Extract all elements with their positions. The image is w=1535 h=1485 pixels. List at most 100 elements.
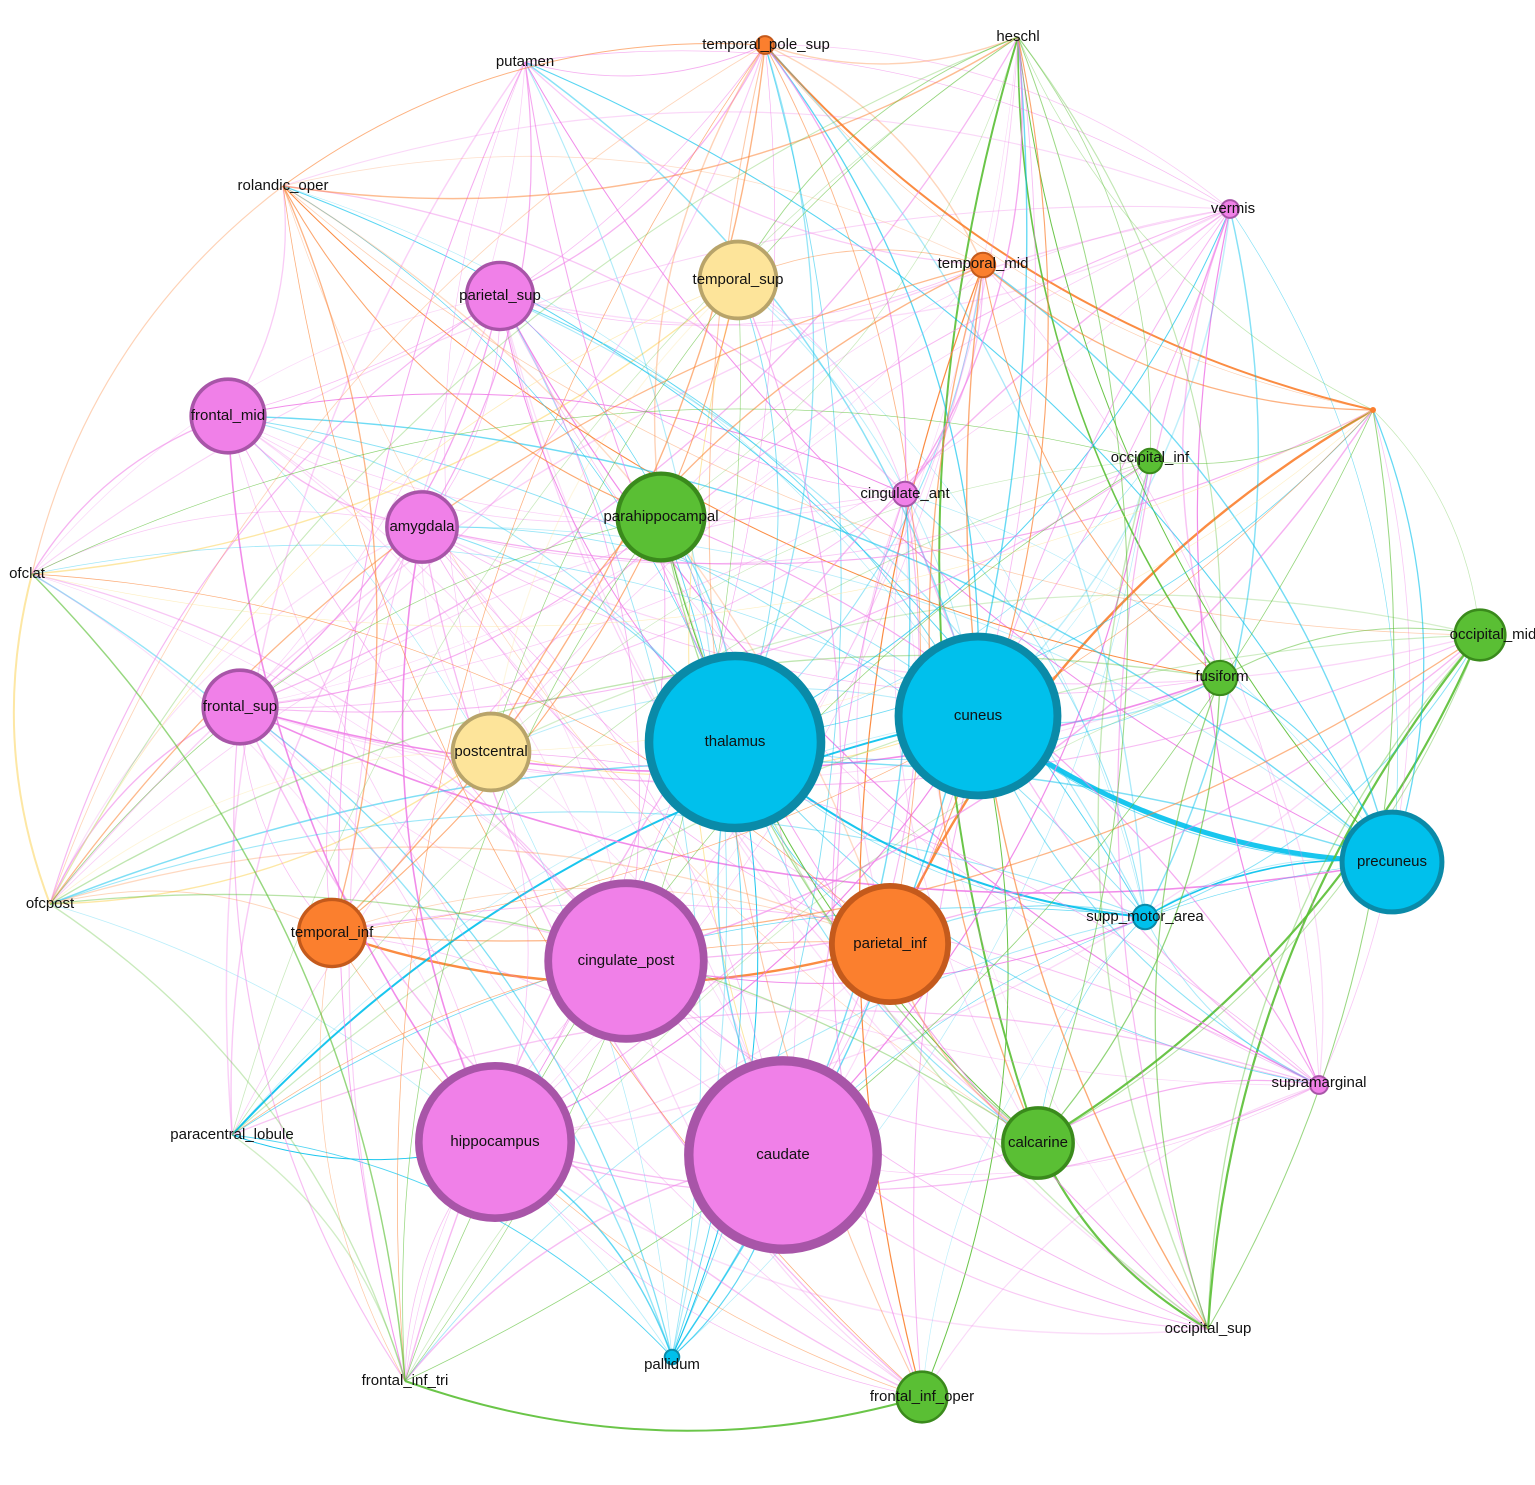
node-cingulate_post[interactable] — [544, 879, 708, 1043]
edge-temporal_inf-ofcpost — [49, 890, 333, 934]
edge-vermis-supramarginal — [1196, 208, 1320, 1086]
edge-cingulate_ant-parietal_inf — [856, 493, 906, 945]
node-pallidum[interactable] — [663, 1348, 681, 1366]
node-postcentral[interactable] — [450, 711, 532, 793]
edge-parietal_sup-cingulate_ant — [499, 295, 906, 495]
node-frontal_mid[interactable] — [189, 377, 267, 455]
node-occipital_mid[interactable] — [1453, 608, 1507, 662]
edge-rolandic_oper-fusiform — [282, 185, 1221, 679]
edge-parahippocampal-ofcpost — [49, 516, 662, 905]
edge-pallidum-frontal_mid — [227, 415, 673, 1358]
edge-precuneus-caudate — [782, 861, 1393, 1156]
edge-cingulate_ant-heschl — [904, 36, 1023, 495]
edge-amygdala-temporal_inf — [326, 526, 423, 934]
node-precuneus[interactable] — [1339, 809, 1445, 915]
edge-frontal_mid-hippocampus — [227, 415, 496, 1143]
node-label-fusiform: fusiform — [1195, 668, 1248, 685]
edge-cingulate_ant-occipital_sup — [904, 493, 1209, 1330]
edge-temporal_inf-cingulate_mid — [331, 409, 1374, 934]
edge-rolandic_oper-occipital_mid — [282, 185, 1481, 636]
edge-frontal_sup-putamen — [239, 61, 526, 708]
node-label-rolandic_oper: rolandic_oper — [238, 177, 329, 194]
edge-precuneus-amygdala — [421, 526, 1393, 863]
edge-ofclat-temporal_sup — [31, 279, 739, 575]
edge-supp_motor_area-vermis — [1144, 208, 1260, 918]
node-temporal_inf[interactable] — [296, 897, 368, 969]
node-label-precuneus: precuneus — [1357, 853, 1427, 870]
edge-parahippocampal-heschl — [660, 36, 1019, 518]
edge-cingulate_post-occipital_mid — [625, 634, 1481, 962]
node-label-cingulate_ant: cingulate_ant — [860, 485, 950, 502]
node-label-occipital_inf: occipital_inf — [1111, 449, 1190, 466]
edge-calcarine-fusiform — [1037, 677, 1221, 1144]
edge-vermis-fusiform — [1181, 208, 1231, 679]
edge-occipital_mid-fusiform — [1219, 627, 1481, 679]
node-occipital_inf[interactable] — [1136, 447, 1164, 475]
node-frontal_inf_oper[interactable] — [895, 1370, 949, 1424]
edge-precuneus-vermis — [1229, 208, 1398, 863]
node-fusiform[interactable] — [1201, 659, 1239, 697]
edge-parietal_inf-ofclat — [31, 573, 891, 945]
edge-supramarginal-temporal_inf — [331, 903, 1320, 1086]
node-label-caudate: caudate — [756, 1146, 809, 1163]
node-calcarine[interactable] — [1001, 1106, 1075, 1180]
edge-temporal_inf-frontal_inf_tri — [319, 932, 406, 1382]
edge-frontal_inf_tri-cingulate_mid — [404, 409, 1374, 1382]
edge-calcarine-occipital_mid — [1037, 634, 1482, 1144]
edge-amygdala-paracentral_lobule — [230, 526, 423, 1136]
node-cuneus[interactable] — [894, 632, 1062, 800]
node-supp_motor_area[interactable] — [1131, 903, 1159, 931]
node-thalamus[interactable] — [644, 651, 826, 833]
edge-cuneus-ofclat — [31, 544, 979, 717]
edge-thalamus-cingulate_mid — [734, 409, 1374, 743]
edge-parietal_sup-temporal_pole_sup — [499, 44, 766, 297]
edge-parietal_sup-supramarginal — [499, 295, 1320, 1086]
edge-supp_motor_area-cingulate_ant — [904, 493, 1146, 918]
node-frontal_sup[interactable] — [201, 668, 279, 746]
node-hippocampus[interactable] — [415, 1062, 575, 1222]
edge-fusiform-frontal_inf_tri — [404, 677, 1221, 1382]
edge-temporal_mid-fusiform — [982, 264, 1221, 679]
edge-vermis-temporal_inf — [331, 208, 1231, 934]
edge-precuneus-cingulate_ant — [904, 493, 1393, 863]
edge-parietal_sup-ofcpost — [49, 295, 501, 905]
edge-vermis-parahippocampal — [660, 208, 1231, 518]
node-temporal_mid[interactable] — [969, 251, 997, 279]
node-temporal_sup[interactable] — [697, 239, 779, 321]
edge-caudate-frontal_mid — [227, 415, 784, 1156]
edge-vermis-rolandic_oper — [282, 111, 1231, 210]
edge-temporal_mid-temporal_pole_sup — [764, 44, 984, 266]
edge-occipital_inf-paracentral_lobule — [231, 460, 1151, 1136]
edge-parietal_sup-frontal_inf_tri — [348, 295, 501, 1382]
edge-supramarginal-temporal_mid — [982, 264, 1320, 1086]
node-parahippocampal[interactable] — [615, 471, 707, 563]
edge-hippocampus-parahippocampal — [494, 516, 666, 1143]
edge-temporal_pole_sup-heschl — [764, 36, 1019, 65]
node-cingulate_mid[interactable] — [1370, 407, 1376, 413]
node-layer — [189, 35, 1507, 1424]
edge-temporal_pole_sup-cingulate_mid — [764, 44, 1374, 411]
node-caudate[interactable] — [684, 1056, 882, 1254]
edge-occipital_mid-occipital_sup — [1206, 634, 1481, 1330]
node-amygdala[interactable] — [385, 490, 459, 564]
node-supramarginal[interactable] — [1309, 1075, 1329, 1095]
edge-frontal_sup-heschl — [239, 36, 1019, 708]
edge-supramarginal-paracentral_lobule — [231, 1009, 1320, 1136]
edge-cingulate_ant-temporal_pole_sup — [764, 44, 907, 495]
node-cingulate_ant[interactable] — [891, 480, 919, 508]
node-parietal_inf[interactable] — [828, 882, 952, 1006]
edge-parietal_inf-paracentral_lobule — [231, 941, 891, 1136]
edge-supramarginal-frontal_inf_oper — [921, 1084, 1320, 1398]
edge-putamen-frontal_inf_tri — [338, 61, 526, 1382]
node-parietal_sup[interactable] — [464, 260, 536, 332]
edge-frontal_inf_tri-frontal_inf_oper — [404, 1380, 923, 1432]
edge-cingulate_mid-parietal_inf — [888, 408, 1374, 945]
edge-rolandic_oper-parahippocampal — [282, 185, 662, 518]
edge-rolandic_oper-ofclat — [31, 185, 284, 575]
edge-temporal_sup-ofcpost — [49, 279, 739, 905]
edge-frontal_sup-cingulate_ant — [239, 493, 906, 709]
edge-postcentral-ofcpost — [49, 751, 492, 905]
node-vermis[interactable] — [1220, 199, 1240, 219]
node-temporal_pole_sup[interactable] — [755, 35, 775, 55]
edge-occipital_mid-cingulate_mid — [1372, 409, 1481, 636]
